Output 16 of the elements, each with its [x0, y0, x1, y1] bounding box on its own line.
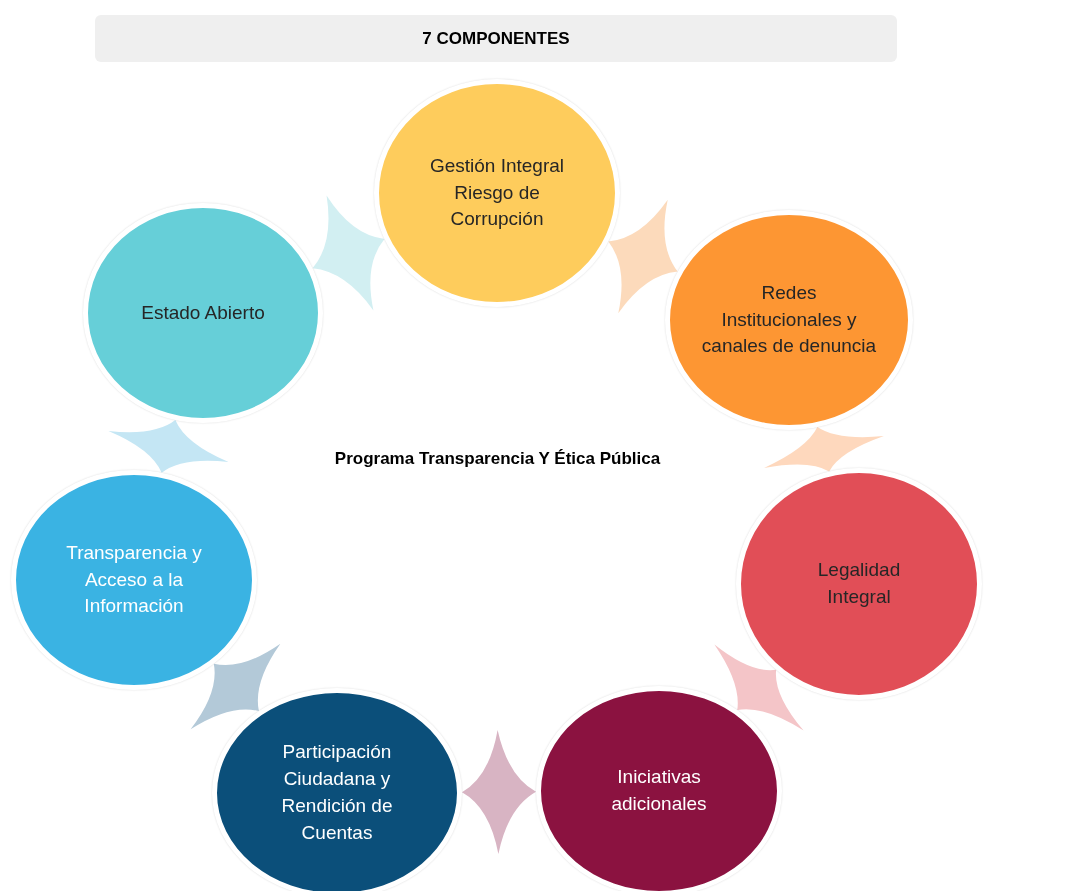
component-label: Estado Abierto — [141, 300, 265, 325]
connector-shape — [608, 199, 678, 314]
connector-shape — [312, 195, 385, 311]
center-label: Programa Transparencia Y Ética Pública — [333, 448, 662, 470]
component-label: Participación Ciudadana y Rendición de Cuentas — [280, 740, 394, 845]
connector-shape — [190, 643, 281, 730]
connector-shape — [462, 730, 536, 854]
connector-shape — [764, 427, 884, 472]
component-label: Transparencia y Acceso a la Información — [65, 540, 203, 619]
connector-shape — [108, 420, 229, 473]
connector-shape — [714, 644, 804, 731]
component-label: Legalidad Integral — [816, 558, 902, 609]
component-label: Gestión Integral Riesgo de Corrupción — [428, 153, 566, 232]
component-label: Iniciativas adicionales — [610, 765, 708, 816]
component-label: Redes Institucionales y canales de denuncia — [700, 280, 878, 359]
title: 7 COMPONENTES — [422, 28, 570, 49]
